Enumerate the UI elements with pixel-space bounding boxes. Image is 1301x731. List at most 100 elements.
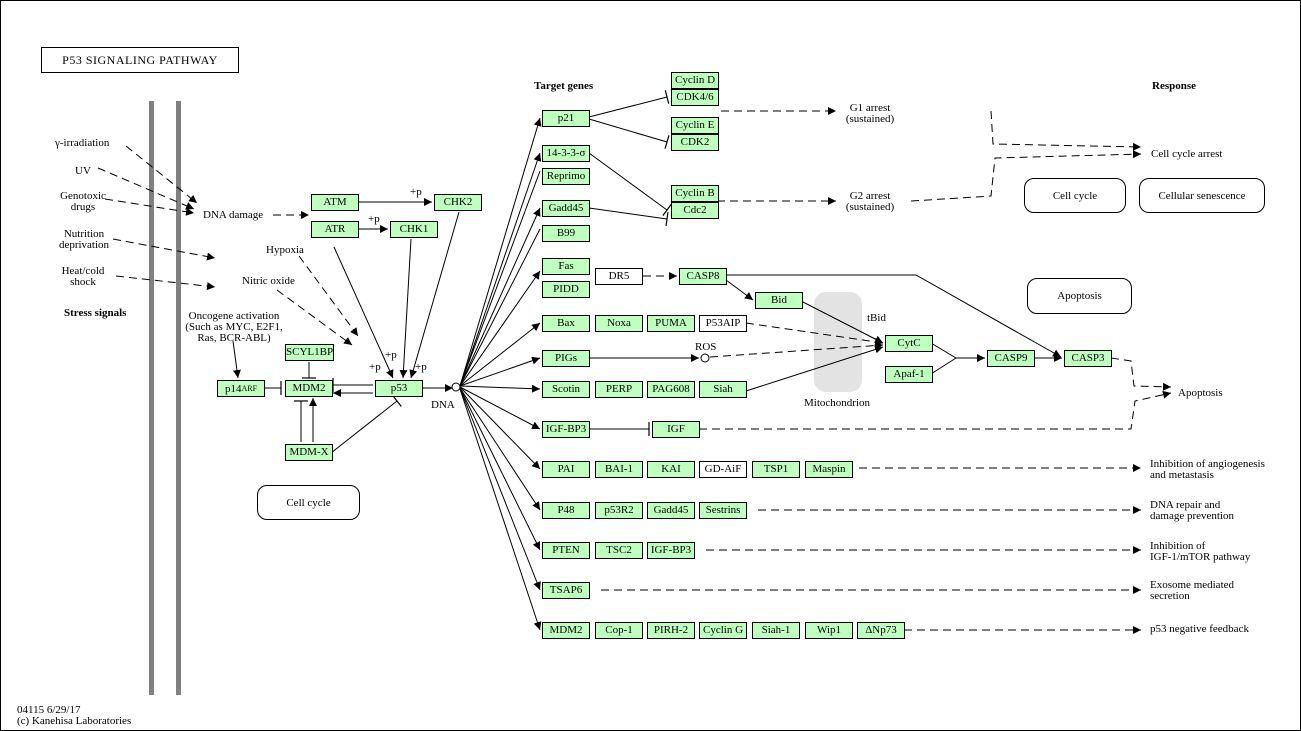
gene-1433[interactable]: 14-3-3-σ	[542, 145, 590, 162]
dna-node	[451, 382, 461, 392]
gene-casp9[interactable]: CASP9	[987, 350, 1035, 367]
label-phospho: +p	[385, 349, 397, 361]
label-phospho: +p	[410, 186, 422, 198]
gene-maspin[interactable]: Maspin	[805, 461, 853, 478]
label-mitochondrion: Mitochondrion	[804, 397, 870, 409]
label-uv: UV	[75, 165, 91, 177]
gene-casp8[interactable]: CASP8	[679, 268, 727, 285]
activation-edge	[459, 356, 541, 387]
label-g1-arrest: G1 arrest(sustained)	[845, 102, 895, 125]
gene-pag608[interactable]: PAG608	[647, 381, 695, 398]
activation-edge	[459, 386, 541, 430]
cell-membrane-outer	[149, 101, 154, 695]
gene-mdm2a[interactable]: MDM2	[285, 380, 333, 397]
activation-edge	[459, 387, 541, 591]
label-cell-cycle-arrest: Cell cycle arrest	[1151, 148, 1223, 160]
activation-edge	[745, 322, 884, 346]
gene-gadd45a[interactable]: Gadd45	[542, 200, 590, 217]
gene-p14[interactable]: p14ARF	[217, 380, 265, 397]
gene-pai[interactable]: PAI	[542, 461, 590, 478]
gene-fas[interactable]: Fas	[542, 258, 590, 275]
gene-scotin[interactable]: Scotin	[542, 381, 590, 398]
gene-p48[interactable]: P48	[542, 502, 590, 519]
activation-edge	[276, 289, 353, 346]
activation-edge	[459, 207, 541, 387]
label-g2-arrest: G2 arrest(sustained)	[845, 190, 895, 213]
gene-cycline[interactable]: Cyclin E	[671, 117, 719, 134]
gene-mdm2b[interactable]: MDM2	[542, 622, 590, 639]
label-tbid: tBid	[867, 312, 886, 324]
gene-cycling[interactable]: Cyclin G	[699, 622, 747, 639]
inhibition-edge	[588, 90, 670, 118]
gene-pidd[interactable]: PIDD	[542, 281, 590, 298]
cell-membrane-inner	[176, 101, 181, 695]
map-link-cell-cycle-2[interactable]: Cell cycle	[257, 485, 360, 520]
gene-gadd45b[interactable]: Gadd45	[647, 502, 695, 519]
activation-edge	[800, 300, 884, 344]
label-target-genes: Target genes	[534, 80, 594, 92]
gene-chk2[interactable]: CHK2	[434, 194, 482, 211]
gene-reprimo[interactable]: Reprimo	[542, 168, 590, 185]
activation-edge	[399, 238, 412, 379]
gene-igfbp3a[interactable]: IGF-BP3	[542, 421, 590, 438]
gene-cytc[interactable]: CytC	[885, 335, 933, 352]
gene-cyclind[interactable]: Cyclin D	[671, 72, 719, 89]
gene-casp3[interactable]: CASP3	[1064, 350, 1112, 367]
gene-siah1[interactable]: Siah-1	[752, 622, 800, 639]
gene-dnp73[interactable]: ΔNp73	[857, 622, 905, 639]
gene-p53r2[interactable]: p53R2	[595, 502, 643, 519]
gene-pirh2[interactable]: PIRH-2	[647, 622, 695, 639]
gene-pigs[interactable]: PIGs	[542, 350, 590, 367]
gene-perp[interactable]: PERP	[595, 381, 643, 398]
gene-p53[interactable]: p53	[375, 380, 423, 397]
map-link-apoptosis[interactable]: Apoptosis	[1027, 278, 1132, 314]
map-link-cell-cycle[interactable]: Cell cycle	[1024, 178, 1126, 213]
gene-igf[interactable]: IGF	[652, 421, 700, 438]
activation-edge	[459, 387, 541, 511]
activation-edge	[459, 270, 541, 387]
gene-tsap6[interactable]: TSAP6	[542, 582, 590, 599]
gene-igfbp3b[interactable]: IGF-BP3	[647, 542, 695, 559]
gene-tsc2[interactable]: TSC2	[595, 542, 643, 559]
gene-tsp1[interactable]: TSP1	[752, 461, 800, 478]
gene-apaf1[interactable]: Apaf-1	[885, 366, 933, 383]
activation-edge	[930, 342, 985, 362]
gene-kai[interactable]: KAI	[647, 461, 695, 478]
activation-edge	[97, 167, 195, 210]
gene-siah[interactable]: Siah	[699, 381, 747, 398]
gene-wip1[interactable]: Wip1	[805, 622, 853, 639]
gene-pten[interactable]: PTEN	[542, 542, 590, 559]
gene-cdk2[interactable]: CDK2	[671, 134, 719, 151]
gene-mdmx[interactable]: MDM-X	[285, 444, 333, 461]
gene-p53aip[interactable]: P53AIP	[699, 315, 747, 332]
gene-puma[interactable]: PUMA	[647, 315, 695, 332]
activation-edge	[459, 152, 542, 387]
gene-sestrins[interactable]: Sestrins	[699, 502, 747, 519]
activation-edge	[726, 274, 1062, 358]
gene-gdaif[interactable]: GD-AiF	[699, 461, 747, 478]
gene-b99[interactable]: B99	[542, 225, 590, 242]
page-title: P53 SIGNALING PATHWAY	[41, 47, 239, 73]
activation-edge	[459, 386, 541, 470]
gene-p21[interactable]: p21	[542, 110, 590, 127]
label-phospho: +p	[368, 213, 380, 225]
gene-noxa[interactable]: Noxa	[595, 315, 643, 332]
gene-cdk46[interactable]: CDK4/6	[671, 89, 719, 106]
gene-bid[interactable]: Bid	[755, 292, 803, 309]
gene-cyclinb[interactable]: Cyclin B	[671, 185, 719, 202]
gene-bax[interactable]: Bax	[542, 315, 590, 332]
activation-edge	[725, 279, 754, 301]
gene-atm[interactable]: ATM	[311, 194, 359, 211]
gene-dr5[interactable]: DR5	[595, 268, 643, 285]
inhibition-edge	[588, 118, 670, 149]
label-gamma-irradiation: γ-irradiation	[55, 137, 110, 149]
gene-atr[interactable]: ATR	[311, 221, 359, 238]
gene-cdc2[interactable]: Cdc2	[671, 202, 719, 219]
activation-edge	[409, 211, 460, 379]
gene-scyl1bp1[interactable]: SCYL1BP1	[285, 344, 334, 361]
gene-chk1[interactable]: CHK1	[390, 221, 438, 238]
gene-cop1[interactable]: Cop-1	[595, 622, 643, 639]
map-link-cellular-senescence[interactable]: Cellular senescence	[1139, 178, 1265, 213]
gene-bai1[interactable]: BAI-1	[595, 461, 643, 478]
